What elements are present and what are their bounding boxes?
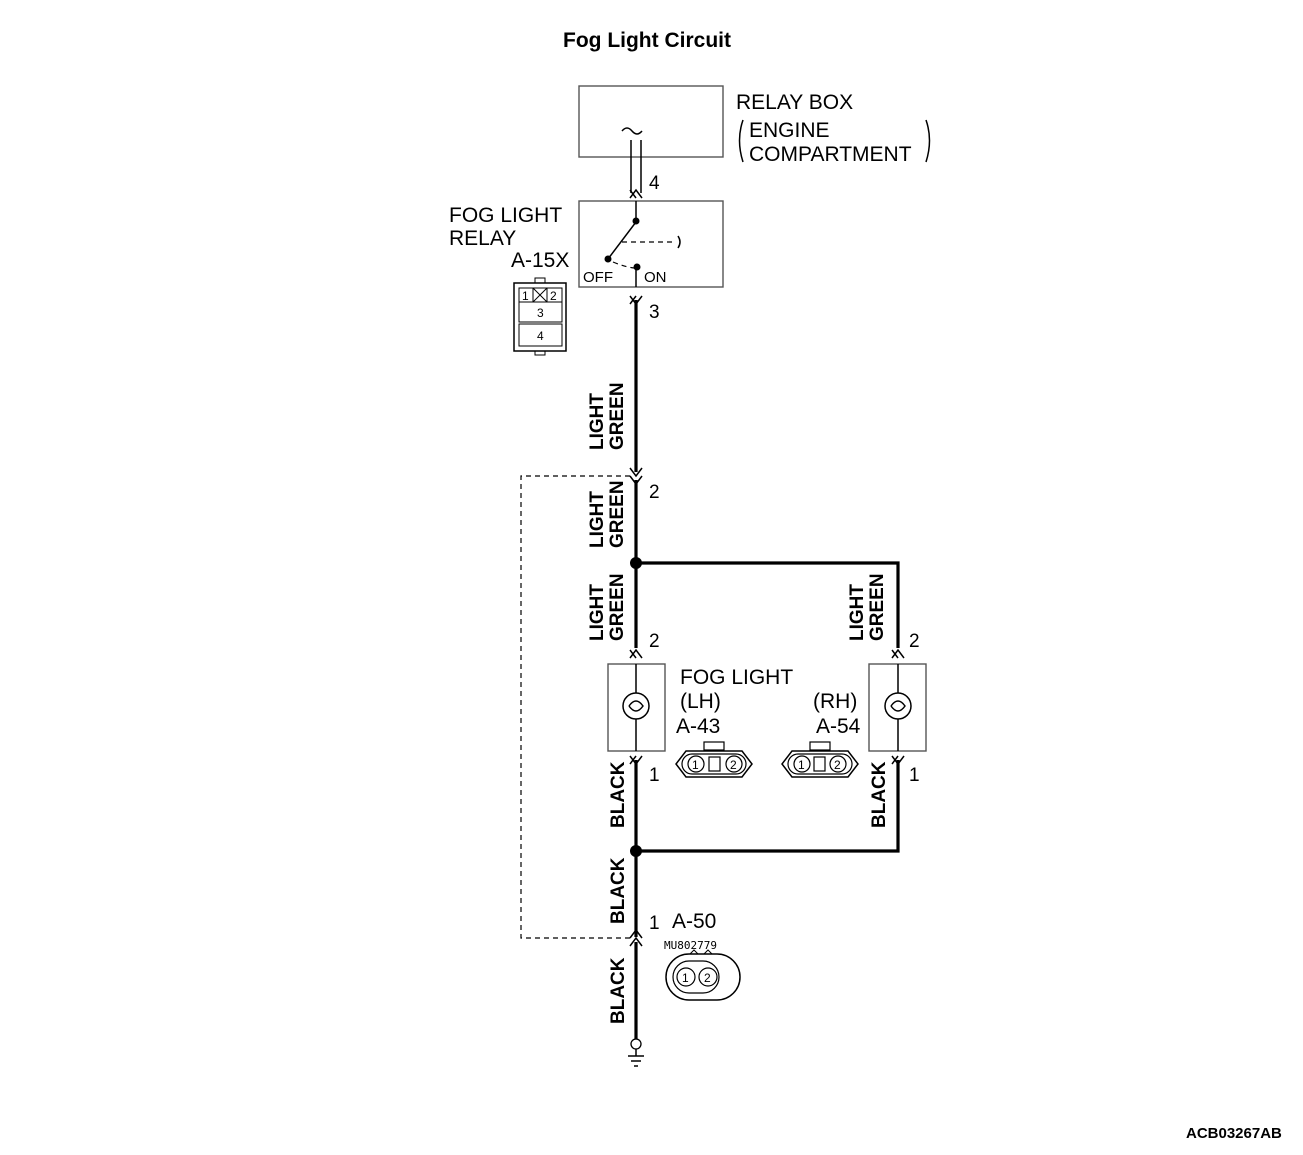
relay-on-label: ON: [644, 269, 667, 286]
relay-connector-icon: 1 2 3 4: [513, 277, 567, 356]
relay-label-line2: RELAY: [449, 227, 516, 250]
relay-conn-pin-1: 1: [522, 289, 529, 303]
rh-connector-icon: 1 2: [781, 741, 859, 778]
relay-box-label: RELAY BOX: [736, 91, 853, 114]
relay-off-label: OFF: [583, 269, 613, 286]
wire-label-black-4: BLACK: [608, 957, 629, 1024]
relay-conn-pin-2: 2: [550, 289, 557, 303]
ground-connector-icon: 1 2: [665, 949, 741, 1001]
fog-light-rh-side: (RH): [813, 690, 857, 713]
svg-text:LIGHT: LIGHT: [587, 491, 608, 548]
wire-branch-black-rh: [636, 760, 900, 853]
pin-label-junction-2: 2: [649, 482, 660, 503]
relay-box-location-line1: ENGINE: [749, 119, 830, 142]
wire-label-light-green-2: LIGHT GREEN: [587, 480, 628, 548]
rh-pin-bottom: 1: [909, 765, 920, 786]
rh-conn-pin-2: 2: [834, 758, 841, 772]
lh-conn-pin-2: 2: [730, 758, 737, 772]
rh-pin-top: 2: [909, 631, 920, 652]
svg-text:BLACK: BLACK: [608, 857, 629, 924]
ground-symbol-icon: [628, 1038, 644, 1067]
ground-connector-id: A-50: [672, 910, 716, 933]
relay-box-output-pin: 4: [629, 173, 660, 199]
svg-text:GREEN: GREEN: [867, 573, 888, 641]
dashed-harness-outline: [520, 475, 630, 939]
rh-conn-pin-1: 1: [798, 758, 805, 772]
ground-connector-pin: 1 A-50 MU802779: [629, 910, 717, 952]
wire-label-light-green-3: LIGHT GREEN: [587, 573, 628, 641]
svg-text:BLACK: BLACK: [608, 957, 629, 1024]
svg-text:LIGHT: LIGHT: [587, 584, 608, 641]
relay-label-line1: FOG LIGHT: [449, 204, 562, 227]
wire-label-light-green-1: LIGHT GREEN: [587, 382, 628, 450]
wire-label-black-2: BLACK: [869, 761, 890, 828]
svg-text:BLACK: BLACK: [608, 761, 629, 828]
svg-text:BLACK: BLACK: [869, 761, 890, 828]
svg-text:GREEN: GREEN: [607, 573, 628, 641]
fog-light-lh-connector: A-43: [676, 715, 720, 738]
diagram-title: Fog Light Circuit: [563, 29, 731, 52]
relay-box: RELAY BOX ENGINE COMPARTMENT: [578, 85, 931, 193]
svg-text:LIGHT: LIGHT: [847, 584, 868, 641]
pin-label-3: 3: [649, 302, 660, 323]
fog-light-lh-side: (LH): [680, 690, 721, 713]
pin-label-4: 4: [649, 173, 660, 194]
relay-conn-pin-4: 4: [537, 329, 544, 343]
splice-point-bottom: [630, 845, 642, 857]
ground-conn-pin-2: 2: [704, 971, 711, 985]
svg-text:GREEN: GREEN: [607, 382, 628, 450]
ground-conn-pin-1: 1: [682, 971, 689, 985]
wire-branch-rh: [636, 561, 900, 648]
lh-pin-bottom: 1: [649, 765, 660, 786]
fog-light-relay: OFF ON FOG LIGHT RELAY A-15X: [449, 200, 724, 288]
wire-label-light-green-4: LIGHT GREEN: [847, 573, 888, 641]
fog-light-lh: 2 1: [607, 631, 666, 786]
svg-text:GREEN: GREEN: [607, 480, 628, 548]
fog-light-label: FOG LIGHT: [680, 666, 793, 689]
fog-light-rh: 2 1: [868, 631, 927, 786]
relay-box-location-line2: COMPARTMENT: [749, 143, 912, 166]
relay-connector-id: A-15X: [511, 249, 569, 272]
lh-pin-top: 2: [649, 631, 660, 652]
relay-conn-pin-3: 3: [537, 306, 544, 320]
ground-connector-part-number: MU802779: [664, 939, 717, 952]
figure-code: ACB03267AB: [1186, 1125, 1282, 1142]
ground-pin-1: 1: [649, 913, 660, 934]
wire-label-black-3: BLACK: [608, 857, 629, 924]
fog-light-rh-connector: A-54: [816, 715, 861, 738]
svg-text:LIGHT: LIGHT: [587, 393, 608, 450]
wire-label-black-1: BLACK: [608, 761, 629, 828]
lh-connector-icon: 1 2: [675, 741, 753, 778]
lh-conn-pin-1: 1: [692, 758, 699, 772]
